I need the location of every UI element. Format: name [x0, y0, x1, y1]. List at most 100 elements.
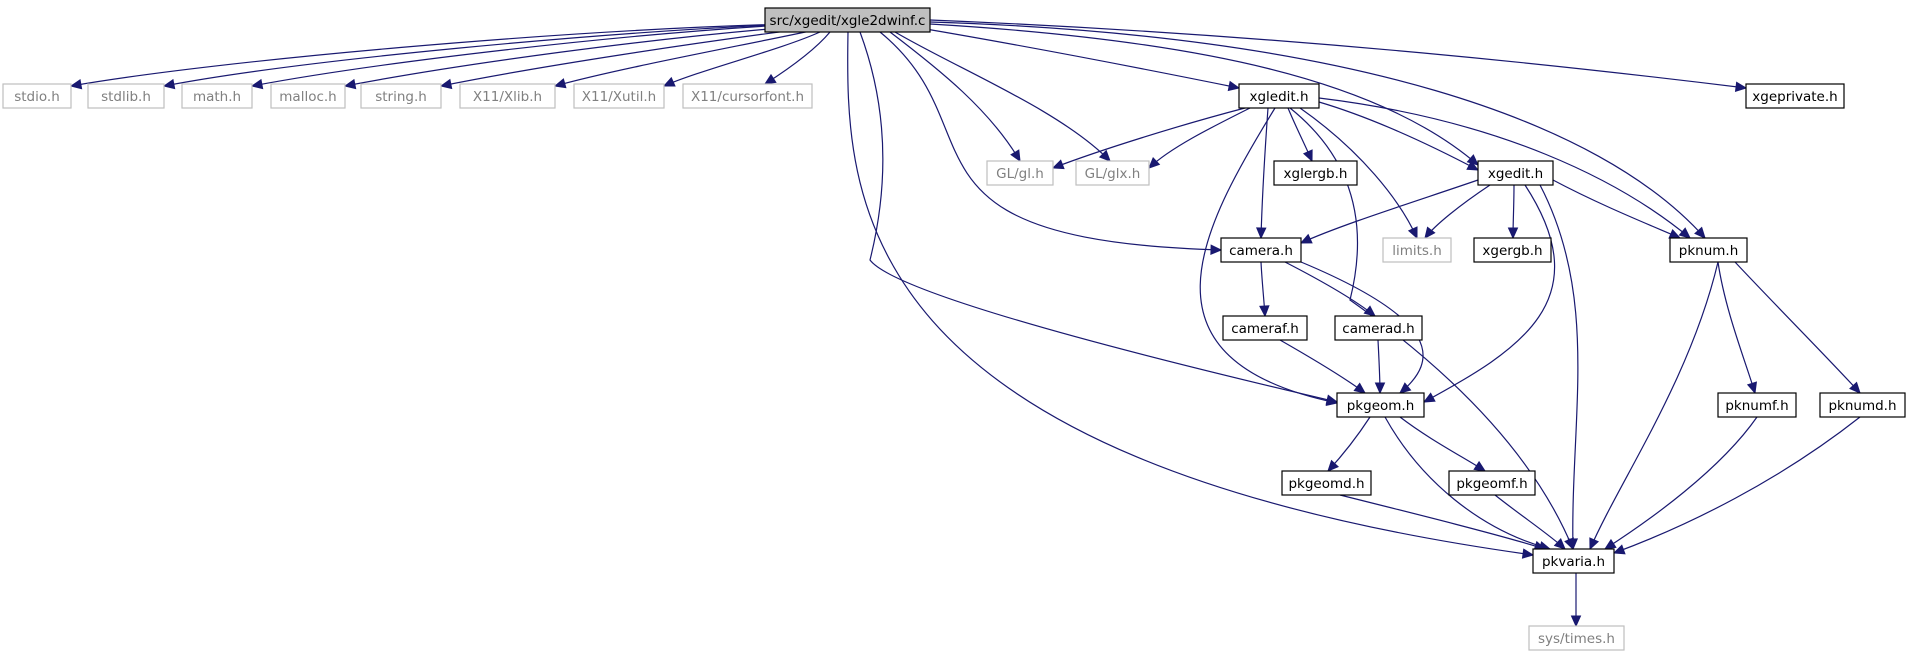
edge-pknumd-to-pkvaria — [1612, 416, 1861, 555]
edge-arrowhead — [1694, 226, 1706, 239]
edge-arrowhead — [162, 78, 176, 90]
edge-xgledit-to-pkgeom — [1199, 107, 1339, 407]
edge-arrowhead — [1473, 460, 1487, 472]
edge-arrowhead — [250, 78, 264, 90]
edge-line — [894, 31, 1111, 162]
edge-xgedit-to-pkgeom — [1422, 184, 1556, 403]
node-label: xgergb.h — [1482, 243, 1542, 259]
edge-line — [1279, 339, 1366, 394]
node-xgedit[interactable]: xgedit.h — [1477, 160, 1554, 186]
edge-arrowhead — [1010, 149, 1021, 163]
node-label: string.h — [375, 89, 427, 105]
edge-line — [163, 23, 796, 87]
edge-line — [847, 31, 1534, 556]
node-limits[interactable]: limits.h — [1382, 237, 1452, 263]
node-label: camera.h — [1229, 243, 1293, 259]
node-cameraf[interactable]: cameraf.h — [1222, 315, 1308, 341]
node-malloc[interactable]: malloc.h — [270, 83, 346, 109]
node-pkgeomf[interactable]: pkgeomf.h — [1448, 470, 1536, 496]
edge-pkvaria-to-systimes — [1570, 573, 1582, 628]
node-root[interactable]: src/xgedit/xgle2dwinf.c — [764, 7, 931, 33]
node-pknumf[interactable]: pknumf.h — [1717, 392, 1797, 418]
node-label: xgledit.h — [1249, 89, 1308, 105]
node-pknum[interactable]: pknum.h — [1669, 237, 1748, 263]
node-box — [573, 83, 665, 109]
node-box — [270, 83, 346, 109]
node-label: pkvaria.h — [1542, 554, 1605, 570]
node-box — [360, 83, 442, 109]
node-label: pkgeom.h — [1347, 398, 1415, 414]
node-xglergb[interactable]: xglergb.h — [1273, 160, 1358, 186]
node-stdio[interactable]: stdio.h — [2, 83, 72, 109]
edge-line — [1539, 184, 1579, 550]
node-xgergb[interactable]: xgergb.h — [1473, 237, 1552, 263]
edge-xgledit-to-xglergb — [1287, 107, 1313, 163]
edge-cameraf-to-pkgeom — [1279, 339, 1366, 394]
node-box — [1819, 392, 1906, 418]
edge-line — [1423, 184, 1556, 403]
node-string[interactable]: string.h — [360, 83, 442, 109]
node-label: X11/cursorfont.h — [691, 89, 804, 105]
node-label: pkgeomf.h — [1456, 476, 1527, 492]
node-xlib[interactable]: X11/Xlib.h — [459, 83, 556, 109]
edge-arrowhead — [1424, 226, 1436, 239]
edge-line — [344, 25, 806, 87]
node-pkvaria[interactable]: pkvaria.h — [1532, 548, 1615, 574]
edge-arrowhead — [1507, 227, 1519, 240]
node-pknumd[interactable]: pknumd.h — [1819, 392, 1906, 418]
node-box — [1477, 160, 1554, 186]
edge-pkgeom-to-pkgeomd — [1327, 416, 1371, 472]
node-box — [1336, 392, 1425, 418]
edge-arrowhead — [1399, 382, 1412, 394]
node-pkgeom[interactable]: pkgeom.h — [1336, 392, 1425, 418]
node-box — [1222, 315, 1308, 341]
edge-line — [1613, 416, 1861, 554]
node-box — [1382, 237, 1452, 263]
edge-xgledit-to-camera — [1256, 107, 1269, 240]
node-xgledit[interactable]: xgledit.h — [1238, 83, 1320, 109]
edge-arrowhead — [1746, 381, 1758, 395]
edge-camera-to-camerad — [1284, 261, 1376, 317]
edge-arrowhead — [1227, 80, 1241, 92]
edge-camerad-to-pkgeom — [1374, 339, 1386, 395]
edge-root-to-xlib — [553, 29, 816, 89]
node-label: GL/glx.h — [1085, 166, 1141, 182]
node-label: X11/Xlib.h — [473, 89, 542, 105]
edge-line — [1260, 107, 1269, 239]
edge-line — [764, 31, 831, 85]
edge-xgledit-to-xgedit — [1318, 101, 1480, 171]
node-math[interactable]: math.h — [181, 83, 253, 109]
edge-xgledit-to-limits — [1299, 107, 1418, 240]
edge-arrowhead — [1466, 160, 1480, 171]
node-pkgeomd[interactable]: pkgeomd.h — [1281, 470, 1372, 496]
edge-line — [1300, 179, 1479, 244]
edge-arrowhead — [1589, 537, 1600, 551]
edge-arrowhead — [553, 78, 567, 89]
edge-pknum-to-pknumd — [1734, 261, 1861, 394]
node-box — [1220, 237, 1302, 263]
node-xutil[interactable]: X11/Xutil.h — [573, 83, 665, 109]
node-label: stdio.h — [14, 89, 60, 105]
node-camera[interactable]: camera.h — [1220, 237, 1302, 263]
edge-line — [1604, 416, 1758, 550]
edge-pkgeomd-to-pkvaria — [1339, 494, 1547, 551]
node-xgeprivate[interactable]: xgeprivate.h — [1745, 83, 1845, 109]
node-label: X11/Xutil.h — [582, 89, 656, 105]
edge-line — [1299, 107, 1418, 239]
edge-root-to-stdio — [69, 23, 791, 90]
edge-arrowhead — [1567, 538, 1579, 551]
node-cursorfont[interactable]: X11/cursorfont.h — [682, 83, 813, 109]
node-systimes[interactable]: sys/times.h — [1528, 625, 1625, 651]
node-box — [1669, 237, 1748, 263]
edge-xgledit-to-glh — [1051, 107, 1246, 170]
edge-line — [1589, 261, 1719, 550]
node-box — [1473, 237, 1552, 263]
node-glh[interactable]: GL/gl.h — [986, 160, 1054, 186]
edge-line — [1734, 261, 1861, 394]
node-stdlib[interactable]: stdlib.h — [87, 83, 165, 109]
node-box — [1273, 160, 1358, 186]
node-camerad[interactable]: camerad.h — [1334, 315, 1423, 341]
edge-line — [1717, 261, 1756, 394]
edge-xgedit-to-xgergb — [1507, 184, 1519, 240]
node-glx[interactable]: GL/glx.h — [1075, 160, 1150, 186]
